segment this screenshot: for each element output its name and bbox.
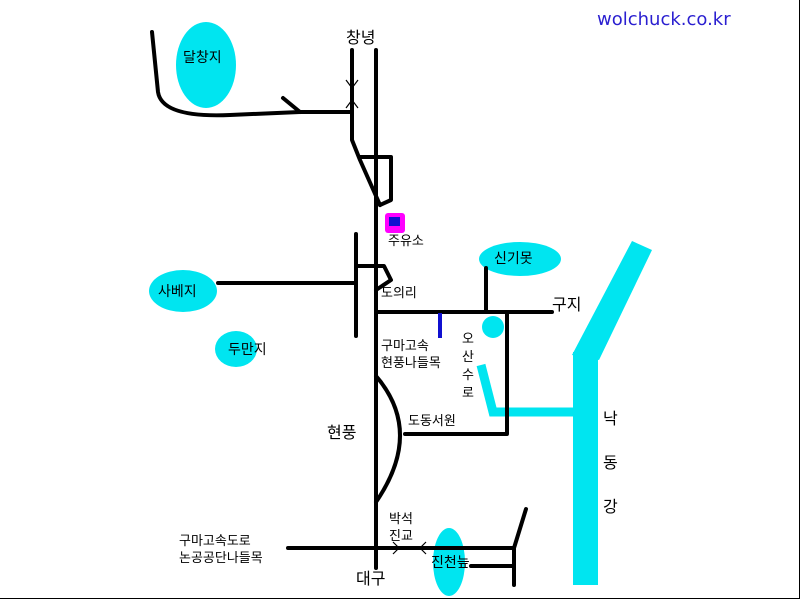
- water-bodies: [149, 22, 652, 596]
- label-guma-exit-line1: 구마고속: [381, 339, 429, 354]
- label-singimot: 신기못: [494, 251, 533, 267]
- label-guji: 구지: [552, 295, 582, 314]
- label-guma-exit-line2: 현풍나들목: [381, 356, 441, 371]
- label-jinchunji: 진천늪: [431, 555, 470, 571]
- label-baekseok-line2: 진교: [389, 529, 413, 544]
- osansuro-stream: [476, 363, 573, 417]
- label-nakdong-1: 낙: [603, 409, 618, 428]
- label-nongong-exit-line2: 논공공단나들목: [179, 551, 263, 566]
- label-doeuiri: 도의리: [381, 286, 417, 301]
- sabeji-lake: [149, 270, 217, 312]
- label-osansuro-2: 산: [462, 350, 474, 365]
- label-osansuro-3: 수: [462, 368, 474, 383]
- label-nakdong-3: 강: [603, 497, 618, 516]
- label-changnyeong: 창녕: [346, 28, 376, 47]
- hyeonpung-bypass: [374, 374, 402, 504]
- label-nongong-exit-line1: 구마고속도로: [179, 534, 251, 549]
- dalchangji-lake: [176, 22, 236, 108]
- roads: [150, 30, 554, 587]
- west-branch: [350, 48, 382, 207]
- label-nakdong-2: 동: [603, 453, 618, 472]
- east-fork-upper: [512, 507, 528, 550]
- nakdong-river-upper: [572, 241, 652, 360]
- label-dumanji: 두만지: [228, 342, 267, 358]
- singimot-lake: [479, 242, 561, 276]
- label-baekseok-line1: 박석: [389, 512, 413, 527]
- east-fork: [469, 564, 516, 587]
- label-daegu: 대구: [356, 569, 386, 588]
- dodong-road: [403, 310, 509, 436]
- label-hyeonpung: 현풍: [327, 423, 357, 442]
- label-osansuro-1: 오: [462, 332, 474, 347]
- dalchangji-road: [150, 30, 354, 118]
- label-gas-station: 주유소: [388, 234, 424, 249]
- site-watermark: wolchuck.co.kr: [597, 9, 731, 30]
- direction-marks: [345, 79, 427, 555]
- label-osansuro-4: 로: [462, 386, 474, 401]
- gas-station-marker: [385, 213, 405, 233]
- osansuro-pond: [482, 316, 504, 338]
- jinchunji-wetland: [433, 528, 465, 596]
- doeuiri-curve: [354, 264, 393, 292]
- label-sabeji: 사베지: [158, 284, 197, 300]
- label-dalchangji: 달창지: [183, 50, 222, 66]
- dumanji-lake: [215, 331, 257, 367]
- label-dodongseowon: 도동서원: [408, 414, 456, 429]
- dalchangji-road-tick: [281, 96, 302, 114]
- nakdong-river: [573, 352, 598, 585]
- upper-interchange: [358, 155, 393, 207]
